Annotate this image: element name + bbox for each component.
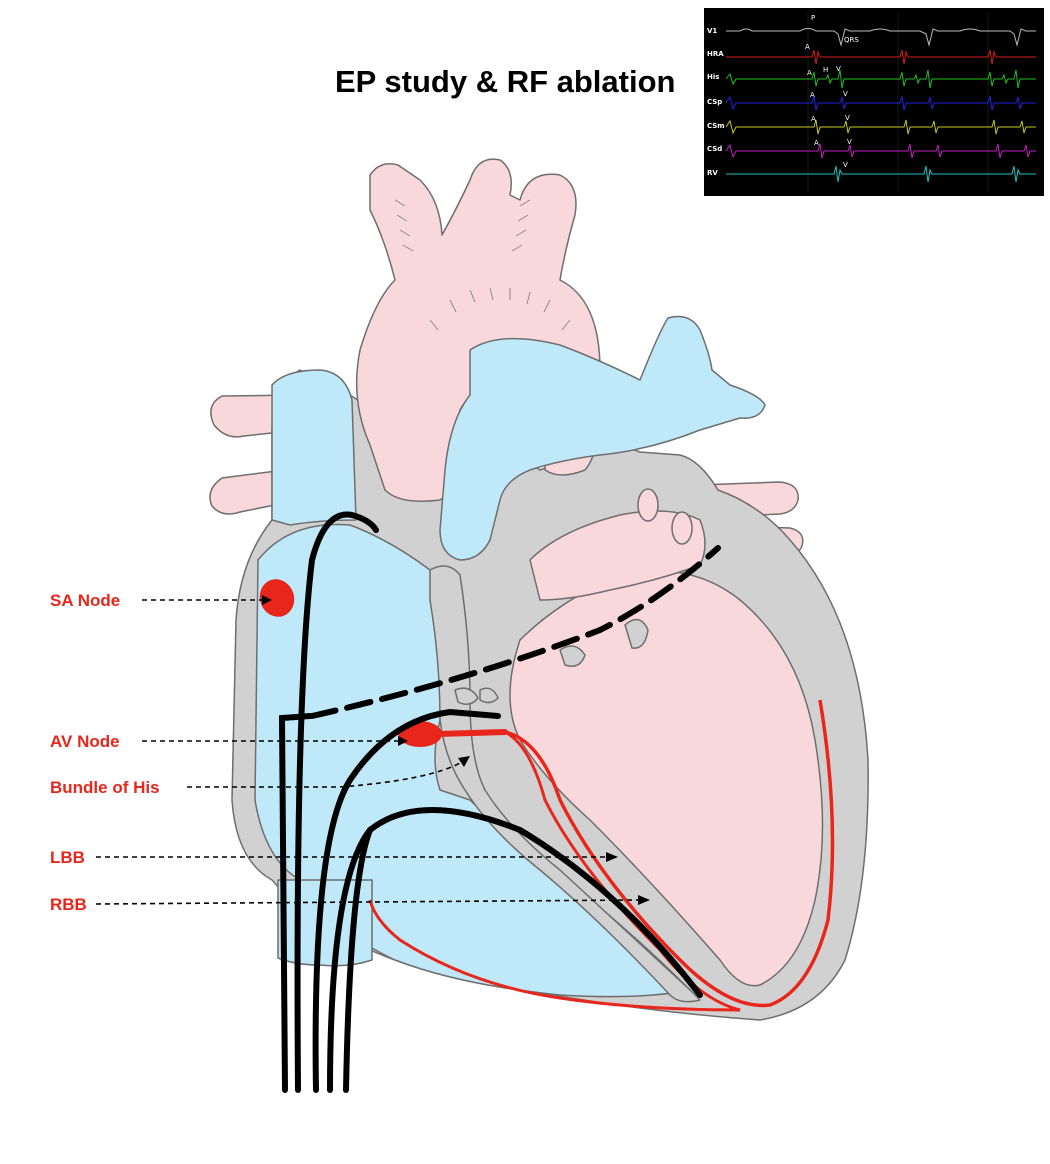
egm-channel-v1: V1 — [707, 27, 717, 35]
cs-catheter-dashed — [309, 545, 721, 719]
egm-channel-csp: CSp — [707, 98, 722, 106]
labels: SA Node AV Node Bundle of His LBB RBB — [50, 591, 650, 914]
label-rbb: RBB — [50, 895, 87, 914]
aorta-texture — [394, 199, 571, 331]
pulmonary-vein-rings — [637, 488, 693, 545]
cs-catheter-main — [278, 713, 313, 1093]
arrowhead-bundle-of-his — [458, 756, 470, 767]
bundle-of-his — [435, 729, 508, 737]
his-catheter — [312, 708, 501, 1093]
left-atrium — [529, 510, 706, 601]
egm-label-qrs: QRS — [844, 36, 859, 44]
egm-panel: V1 HRA His CSp CSm CSd RV P QRS A A H V … — [704, 8, 1044, 196]
egm-label-a-csp: A — [810, 91, 815, 99]
egm-label-h: H — [823, 66, 828, 74]
diagram-title: EP study & RF ablation — [335, 64, 675, 99]
egm-label-v-his: V — [836, 65, 841, 73]
egm-label-a-csm: A — [811, 115, 816, 123]
egm-channel-hra: HRA — [707, 50, 724, 58]
label-av-node: AV Node — [50, 732, 120, 751]
right-bundle-branch — [368, 730, 741, 1012]
septum — [429, 565, 701, 1003]
egm-background — [704, 8, 1044, 196]
valve-leaflets — [454, 618, 649, 705]
arrowhead-lbb — [606, 852, 618, 862]
egm-label-a-csd: A — [814, 139, 819, 147]
egm-label-v-csp: V — [843, 90, 848, 98]
leader-rbb — [95, 899, 639, 905]
sa-node — [259, 579, 295, 617]
egm-channel-csd: CSd — [707, 145, 722, 153]
catheters — [278, 511, 721, 1093]
conduction-system — [259, 579, 835, 1012]
egm-trace-hra — [726, 49, 1036, 65]
egm-label-p: P — [811, 14, 815, 22]
label-sa-node: SA Node — [50, 591, 120, 610]
egm-trace-csm — [725, 119, 1036, 135]
egm-label-v-csd: V — [847, 138, 852, 146]
egm-label-v-rv: V — [843, 161, 848, 169]
egm-trace-csd — [725, 143, 1036, 159]
egm-trace-v1 — [726, 28, 1036, 47]
egm-channel-csm: CSm — [707, 122, 725, 130]
heart — [209, 158, 869, 1021]
label-bundle-of-his: Bundle of His — [50, 778, 160, 797]
egm-label-a-hra: A — [805, 43, 810, 51]
label-lbb: LBB — [50, 848, 85, 867]
egm-trace-his — [725, 69, 1036, 89]
rv-catheter — [327, 807, 703, 1093]
egm-trace-csp — [725, 95, 1036, 111]
arrowhead-rbb — [638, 895, 650, 905]
superior-vena-cava — [271, 369, 357, 526]
egm-label-v-csm: V — [845, 114, 850, 122]
arrowhead-sa-node — [262, 595, 272, 605]
hra-catheter — [294, 511, 379, 1093]
egm-trace-rv — [726, 165, 1036, 183]
arrowhead-av-node — [398, 736, 408, 746]
egm-channel-his: His — [707, 73, 719, 81]
cs-catheter — [343, 827, 373, 1093]
egm-label-a-his: A — [807, 69, 812, 77]
left-bundle-branch — [504, 699, 835, 1008]
pulmonary-artery — [439, 315, 766, 561]
egm-channel-rv: RV — [707, 169, 718, 177]
